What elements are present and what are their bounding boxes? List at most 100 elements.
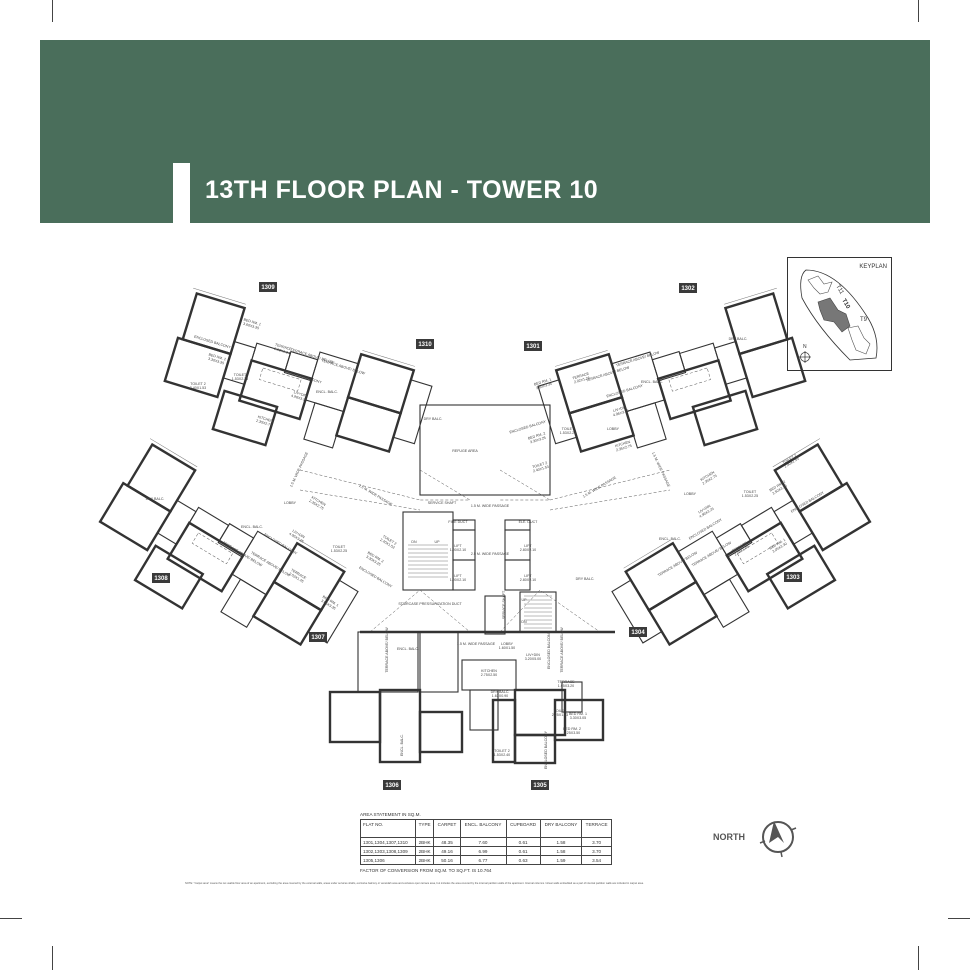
crop-mark: [52, 0, 53, 22]
tower-label: T9: [860, 317, 868, 323]
room-wall: [611, 579, 663, 644]
room-label: LIV+DIN4.96X3.25: [696, 503, 714, 518]
room-label: BED RM. 13.05X3.30: [769, 538, 789, 554]
unit-number-tag: 1302: [679, 283, 697, 293]
unit-tag-background: [679, 283, 697, 293]
crop-mark: [948, 918, 970, 919]
room-label: LIV+DIN4.96X3.25: [611, 405, 629, 418]
room-label: 1.5 M. WIDE PASSAGE: [651, 451, 671, 488]
room-wall: [469, 689, 499, 731]
room-wall: [765, 544, 837, 611]
room-label: ENCL. BALC.: [316, 390, 338, 394]
unit-number-tag: 1305: [531, 780, 549, 790]
area-column-header: DRY BALCONY: [539, 819, 583, 838]
area-cell: 0.61: [505, 837, 541, 847]
enclosed-balcony-outline: [668, 367, 711, 392]
room-wall: [625, 402, 667, 449]
unit-number: 1308: [154, 576, 168, 582]
railing: [299, 539, 347, 569]
unit-number: 1305: [533, 783, 547, 789]
area-cell: 50.16: [433, 855, 461, 865]
room-label: LOBBY: [607, 427, 620, 431]
area-cell: 3.70: [581, 846, 612, 856]
keyplan: KEYPLAN T11 T10 T9 N: [787, 257, 892, 371]
area-cell: 1.58: [539, 837, 583, 847]
unit-tag-background: [784, 572, 802, 582]
area-cell: 3.70: [581, 837, 612, 847]
tower-t9-outline: [847, 325, 871, 355]
keyplan-map: T11 T10 T9 N: [799, 269, 878, 363]
area-cell: 0.63: [505, 855, 541, 865]
unit-tag-background: [152, 573, 170, 583]
room-wall: [723, 291, 789, 356]
walls: [98, 287, 872, 765]
area-cell: 6.77: [459, 855, 507, 865]
room-label: REFUGE AREA: [452, 449, 478, 453]
unit-number-tag: 1310: [416, 339, 434, 349]
room-wall: [211, 389, 279, 447]
area-cell: 49.16: [433, 846, 461, 856]
tower-label: T11: [834, 284, 844, 296]
room-label: TOILET 22.40X1.53: [781, 453, 799, 468]
unit-tag-background: [383, 780, 401, 790]
room-label: UP: [435, 540, 441, 544]
keyplan-north-label: N: [803, 344, 807, 350]
room-label: 1.5 M. WIDE PASSAGE: [358, 484, 393, 507]
room-label: 1.5 M. WIDE PASSAGE: [289, 451, 309, 488]
unit-tag-background: [259, 282, 277, 292]
area-column-header: TYPE: [414, 819, 435, 838]
room-label: SERVICE SHAFT: [502, 590, 506, 619]
unit-number-tag: 1307: [309, 632, 327, 642]
room-wall: [624, 541, 698, 612]
railing: [554, 350, 608, 367]
room-label: UP: [522, 598, 528, 602]
unit-number-tag: 1303: [784, 572, 802, 582]
area-column-header: TERRACE: [581, 819, 612, 838]
railing: [623, 539, 671, 569]
room-wall: [220, 578, 267, 629]
railing: [149, 438, 198, 468]
room-label: ENCL. BALC.: [641, 380, 663, 384]
room-label: ENCL. BALC.: [241, 525, 263, 529]
room-label: DN: [411, 540, 417, 544]
apartment-wing: [537, 287, 807, 454]
room-wall: [98, 481, 173, 552]
room-label: TERRACE2.02X1.24: [273, 343, 292, 356]
crop-mark: [52, 946, 53, 970]
railing: [193, 287, 246, 305]
passage-line: [299, 469, 671, 511]
room-label: ENCLOSED BALCONY: [547, 630, 551, 669]
room-label: LOBBY: [684, 492, 697, 496]
room-label: TOILET 22.40X1.53: [531, 461, 549, 474]
area-cell: 2BHK: [414, 855, 435, 865]
tower-label: T10: [840, 298, 851, 311]
railing: [772, 438, 821, 468]
room-wall: [553, 698, 605, 742]
room-wall: [691, 389, 759, 447]
room-label: TERRACE ABOVE/ BELOW: [585, 365, 630, 382]
area-cell: 7.60: [459, 837, 507, 847]
crop-mark: [918, 0, 919, 22]
room-wall: [561, 681, 583, 713]
room-wall: [328, 690, 382, 744]
apartment-wing: [163, 287, 433, 454]
room-wall: [418, 710, 464, 754]
tower-t11-outline: [807, 275, 833, 295]
crop-mark: [0, 918, 22, 919]
unit-number: 1301: [526, 344, 540, 350]
apartment-wing: [98, 438, 359, 647]
room-label: 1.5 M. WIDE PASSAGE: [457, 642, 496, 646]
area-cell: 1.58: [539, 846, 583, 856]
room-label: 1.5 M. WIDE PASSAGE: [582, 475, 617, 498]
